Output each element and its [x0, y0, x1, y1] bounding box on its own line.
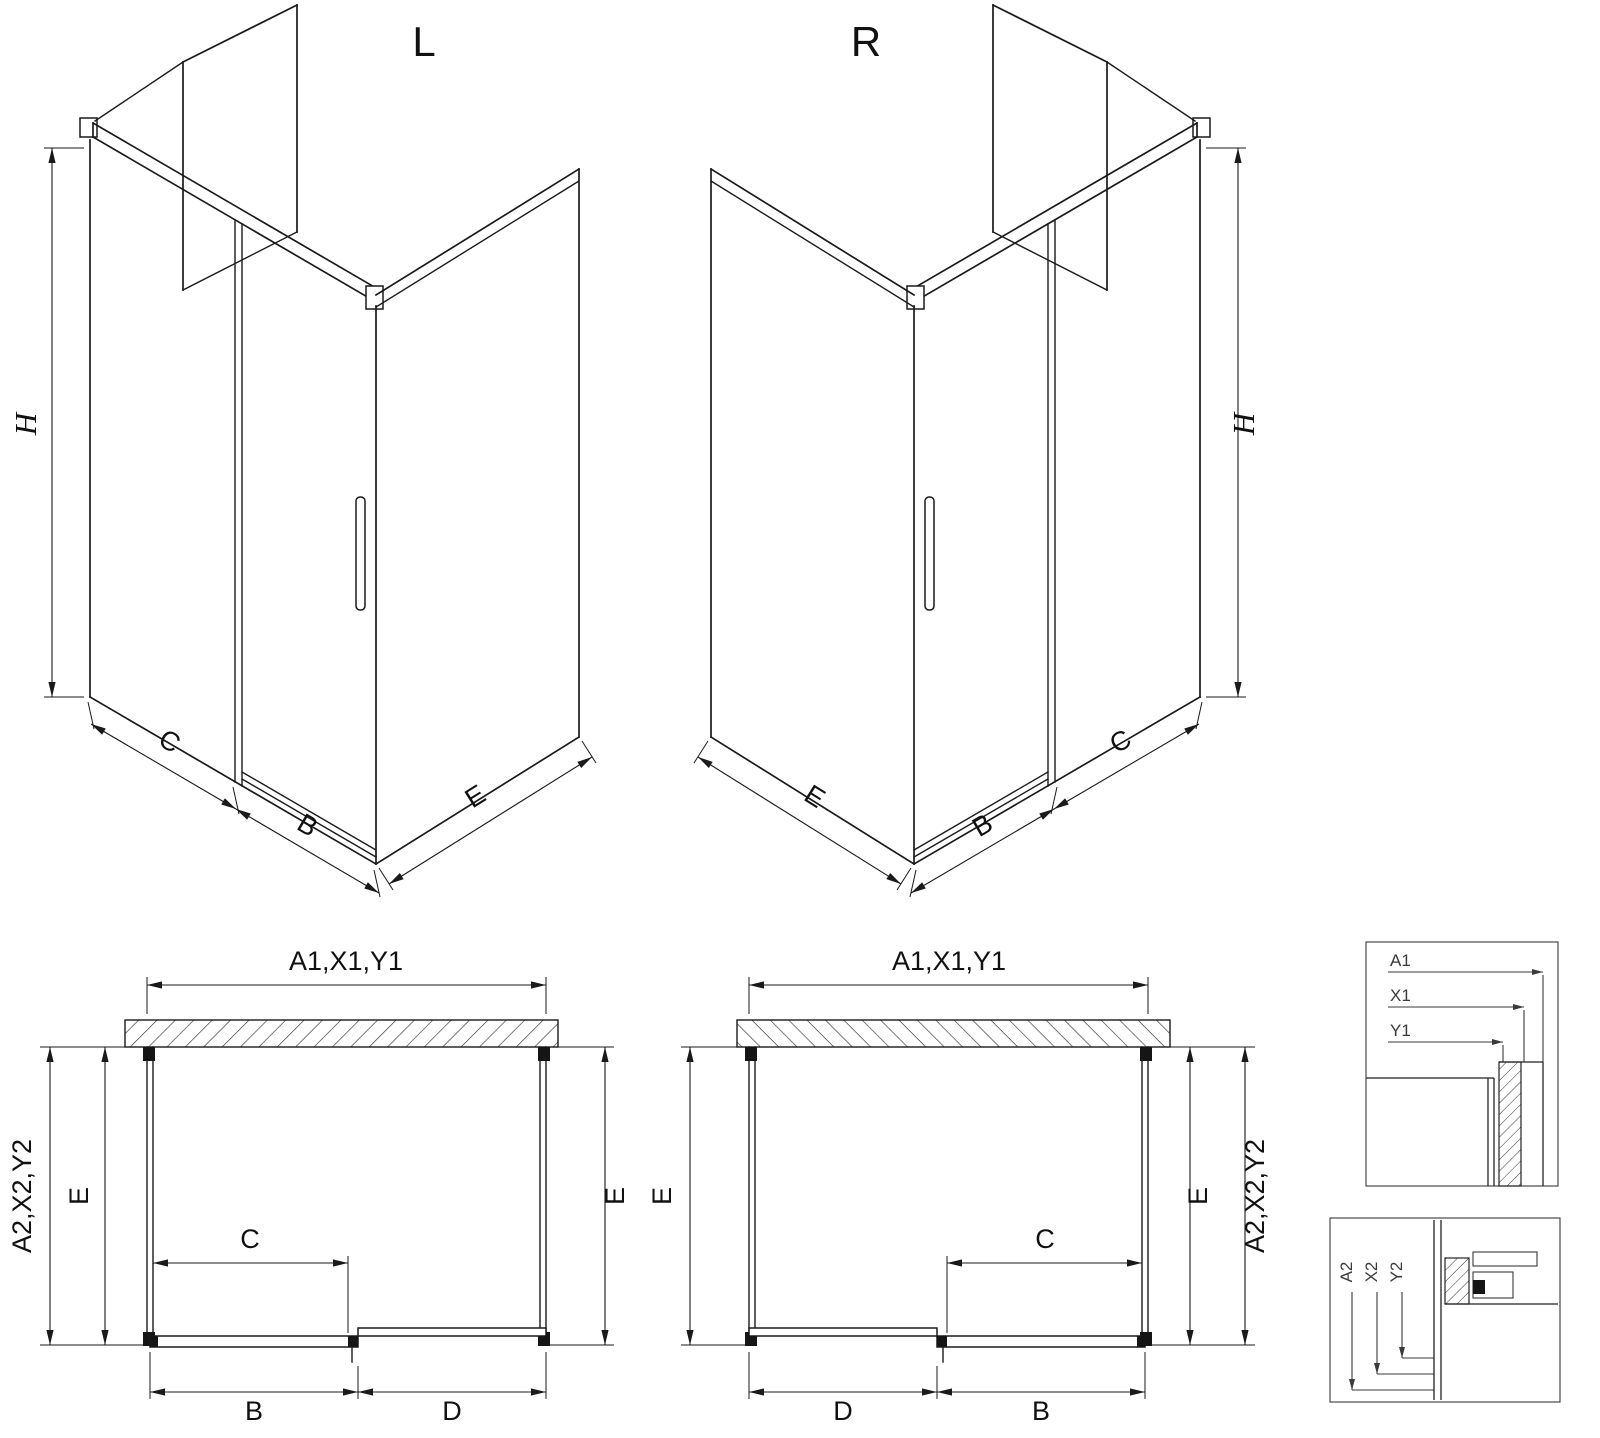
- dim-label-fixed-left: C: [154, 723, 186, 759]
- dim-label-height-left: H: [8, 411, 43, 436]
- detail-label-x1: X1: [1390, 986, 1411, 1005]
- plan-left-dim-right: E: [600, 1187, 630, 1205]
- plan-right-dim-top: A1,X1,Y1: [892, 946, 1006, 976]
- iso-view-left: L H C B E: [8, 5, 596, 897]
- plan-right-dim-bottom-right: B: [1032, 1396, 1050, 1426]
- detail-label-y2: Y2: [1387, 1262, 1406, 1283]
- variant-label-left: L: [412, 18, 435, 65]
- detail-label-a1: A1: [1390, 951, 1411, 970]
- dim-label-height-right: H: [1226, 411, 1261, 436]
- plan-view-left: A1,X1,Y1 A2,X2,Y2 E E C B D: [7, 946, 630, 1426]
- plan-right-dim-right-outer: A2,X2,Y2: [1240, 1139, 1270, 1253]
- plan-right-dim-opening: C: [1035, 1224, 1055, 1254]
- detail-top-profile: A1 X1 Y1: [1365, 941, 1559, 1187]
- plan-right-dim-right-inner: E: [1183, 1187, 1213, 1205]
- plan-left-dim-bottom-left: B: [245, 1396, 263, 1426]
- dim-label-door-right: B: [967, 808, 998, 843]
- detail-label-y1: Y1: [1390, 1021, 1411, 1040]
- plan-left-dim-left-outer: A2,X2,Y2: [7, 1139, 37, 1253]
- detail-label-x2: X2: [1362, 1262, 1381, 1283]
- plan-left-dim-opening: C: [240, 1224, 260, 1254]
- variant-label-right: R: [851, 18, 881, 65]
- iso-view-right: R H C B E: [694, 5, 1261, 897]
- detail-label-a2: A2: [1337, 1262, 1356, 1283]
- dim-label-fixed-right: C: [1104, 723, 1136, 759]
- plan-view-right: A1,X1,Y1 E E A2,X2,Y2 C D B: [647, 946, 1270, 1426]
- plan-left-dim-top: A1,X1,Y1: [289, 946, 403, 976]
- detail-bottom-profile: A2 X2 Y2: [1329, 1217, 1561, 1403]
- plan-right-dim-left: E: [647, 1187, 677, 1205]
- plan-left-dim-left-inner: E: [64, 1187, 94, 1205]
- dim-label-door-left: B: [292, 808, 323, 843]
- plan-right-dim-bottom-left: D: [833, 1396, 853, 1426]
- plan-left-dim-bottom-right: D: [442, 1396, 462, 1426]
